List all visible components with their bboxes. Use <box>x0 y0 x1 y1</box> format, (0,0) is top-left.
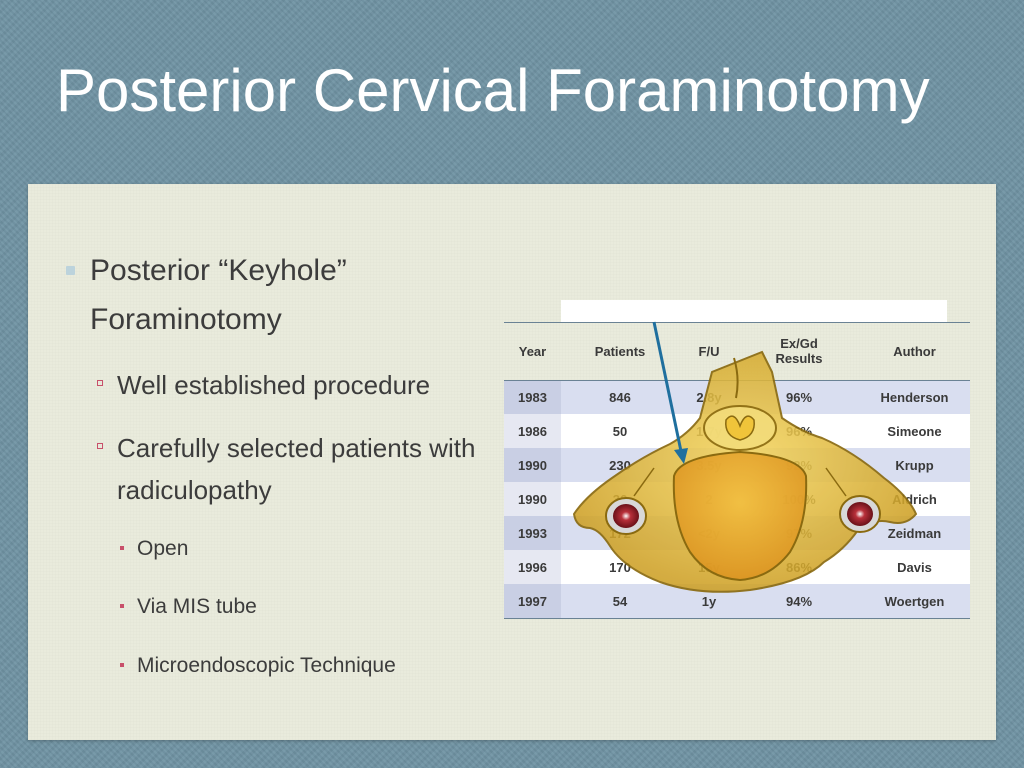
table-row: 1990 230 3.5y 92% Krupp <box>504 448 970 482</box>
table-row: 1983 846 2.8y 96% Henderson <box>504 380 970 414</box>
bullet-level3-text: Microendoscopic Technique <box>137 654 396 677</box>
cell-patients: 36 <box>612 491 628 507</box>
small-square-bullet-icon <box>120 663 124 667</box>
cell-fu: 1-7y <box>695 423 723 439</box>
cell-year: 1997 <box>504 584 561 618</box>
cell-results: 100% <box>782 491 816 507</box>
cell-author: Henderson <box>880 389 949 405</box>
bullet-level2-established: Well established procedure <box>97 364 477 406</box>
slide-title: Posterior Cervical Foraminotomy <box>56 57 930 124</box>
table-row: 1990 36 2 100% Aldrich <box>504 482 970 516</box>
table-rule <box>504 618 970 619</box>
cell-author: Simeone <box>887 423 942 439</box>
cell-fu: 2 <box>705 491 713 507</box>
content-panel: Posterior “Keyhole” Foraminotomy Well es… <box>28 184 996 740</box>
table-row: 1986 50 1-7y 96% Simeone <box>504 414 970 448</box>
cell-fu: 1y <box>701 593 717 609</box>
table-row: 1996 170 15y 86% Davis <box>504 550 970 584</box>
cell-author: Davis <box>897 559 932 575</box>
header-author: Author <box>893 343 936 359</box>
table-rule <box>504 322 970 323</box>
hollow-square-bullet-icon <box>97 443 103 449</box>
cell-year: 1983 <box>504 380 561 414</box>
cell-patients: 50 <box>612 423 628 439</box>
cell-results: 94% <box>785 593 813 609</box>
cell-patients: 172 <box>609 525 631 541</box>
cell-year: 1993 <box>504 516 561 550</box>
header-year: Year <box>518 343 547 359</box>
cell-results: 92% <box>785 457 813 473</box>
table-header-row: Year Patients F/U Ex/Gd Results Author <box>504 322 970 380</box>
bullet-level3-text: Via MIS tube <box>137 595 257 618</box>
bullet-level1: Posterior “Keyhole” Foraminotomy <box>66 246 450 344</box>
header-results: Ex/Gd Results <box>739 322 859 380</box>
cell-patients: 230 <box>609 457 631 473</box>
header-results-text: Ex/Gd Results <box>775 336 823 366</box>
cell-patients: 54 <box>612 593 628 609</box>
hollow-square-bullet-icon <box>97 380 103 386</box>
header-fu: F/U <box>698 343 720 359</box>
cell-author: Woertgen <box>884 593 945 609</box>
square-bullet-icon <box>66 266 75 275</box>
cell-fu: 2.8y <box>696 389 722 405</box>
bullet-level3-mis-tube: Via MIS tube <box>120 592 467 622</box>
cell-results: 97% <box>785 525 813 541</box>
small-square-bullet-icon <box>120 604 124 608</box>
header-patients: Patients <box>594 343 646 359</box>
cell-patients: 170 <box>609 559 631 575</box>
cell-fu: <2y <box>697 525 721 541</box>
table-row: 1993 172 <2y 97% Zeidman <box>504 516 970 550</box>
cell-year: 1986 <box>504 414 561 448</box>
bullet-level2-patients: Carefully selected patients with radicul… <box>97 427 477 511</box>
table-top-bar <box>561 300 947 322</box>
bullet-level3-open: Open <box>120 534 467 564</box>
table-rule <box>504 380 970 381</box>
cell-results: 96% <box>785 389 813 405</box>
bullet-level2-text: Carefully selected patients with radicul… <box>117 433 476 505</box>
cell-fu: 3.5y <box>696 457 722 473</box>
bullet-level1-text: Posterior “Keyhole” Foraminotomy <box>90 254 347 336</box>
bullet-list: Posterior “Keyhole” Foraminotomy Well es… <box>28 184 498 740</box>
outcomes-table: Year Patients F/U Ex/Gd Results Author 1… <box>504 300 970 620</box>
cell-author: Zeidman <box>887 525 942 541</box>
cell-results: 96% <box>785 423 813 439</box>
cell-author: Krupp <box>895 457 934 473</box>
small-square-bullet-icon <box>120 546 124 550</box>
cell-year: 1996 <box>504 550 561 584</box>
table-row: 1997 54 1y 94% Woertgen <box>504 584 970 618</box>
cell-year: 1990 <box>504 482 561 516</box>
table-cells: Year Patients F/U Ex/Gd Results Author 1… <box>504 300 970 620</box>
cell-fu: 15y <box>698 559 720 575</box>
cell-year: 1990 <box>504 448 561 482</box>
bullet-level3-text: Open <box>137 537 189 560</box>
cell-author: Aldrich <box>892 491 937 507</box>
bullet-level2-text: Well established procedure <box>117 370 431 400</box>
bullet-level3-microendoscopic: Microendoscopic Technique <box>120 651 467 681</box>
cell-patients: 846 <box>609 389 631 405</box>
cell-results: 86% <box>785 559 813 575</box>
